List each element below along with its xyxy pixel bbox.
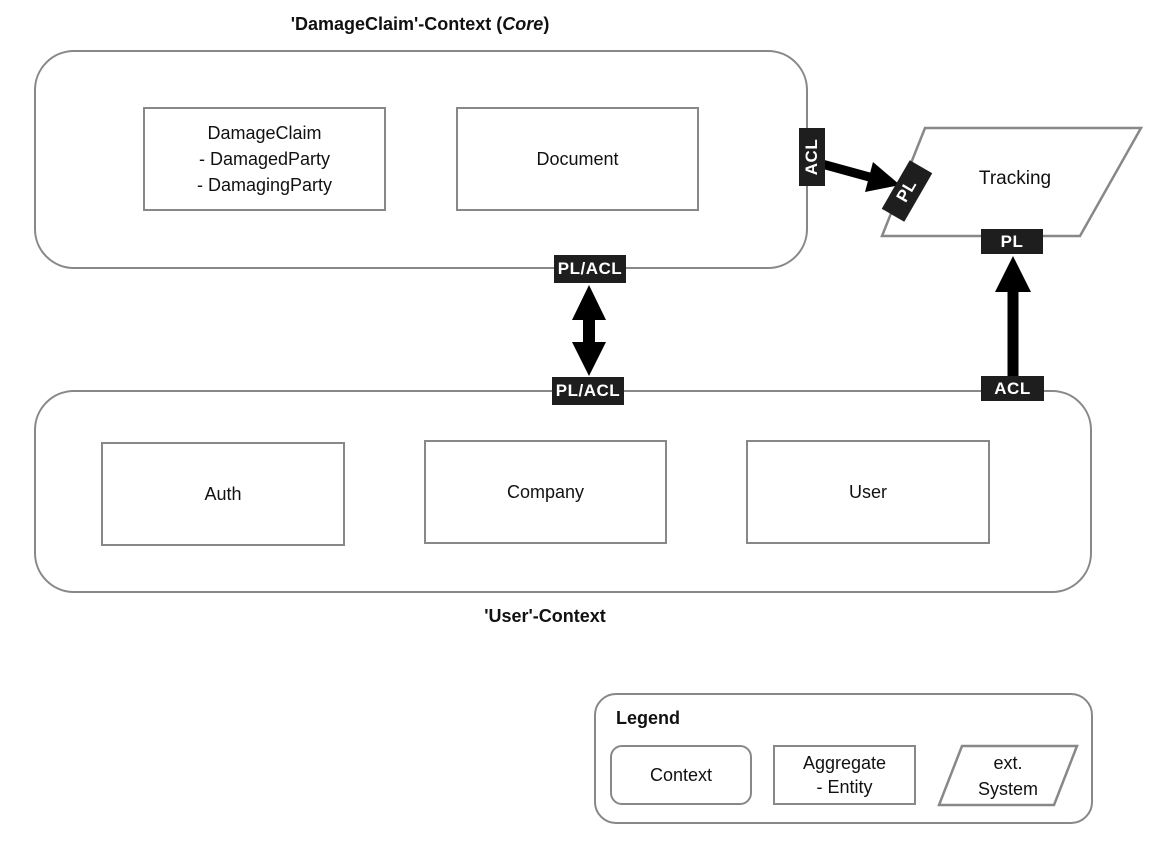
legend-context-label: Context (649, 764, 713, 785)
aggregate-company-name: Company (506, 482, 585, 502)
tag-user-acl-right: ACL (981, 376, 1044, 401)
aggregate-company: Company (424, 440, 667, 544)
arrow-user-to-tracking-head (995, 256, 1031, 292)
legend-box (594, 693, 1093, 824)
arrow-bidirectional-head-down (572, 342, 606, 376)
tag-user-pl-acl-top: PL/ACL (552, 377, 624, 405)
legend-entity-label: - Entity (816, 777, 873, 797)
arrow-bidirectional-head-up (572, 285, 606, 320)
tag-damage-acl-right: ACL (799, 128, 825, 186)
legend-ext-label-1: ext. (993, 753, 1023, 773)
aggregate-auth: Auth (101, 442, 345, 546)
aggregate-damage-claim-name: DamageClaim (207, 123, 322, 143)
tracking-system-label: Tracking (978, 168, 1052, 189)
aggregate-user: User (746, 440, 990, 544)
damage-context-title-suffix: ) (543, 14, 550, 34)
damage-context-title-core: Core (502, 14, 544, 34)
tag-damage-pl-acl-bottom: PL/ACL (554, 255, 626, 283)
user-context-title: 'User'-Context (484, 606, 606, 626)
arrow-damage-to-tracking-line (820, 159, 875, 183)
aggregate-user-name: User (848, 482, 887, 502)
legend-ext-label-2: System (977, 779, 1038, 799)
aggregate-auth-name: Auth (204, 484, 242, 504)
entity-damaging-party: - DamagingParty (196, 175, 333, 195)
aggregate-document-name: Document (536, 149, 619, 169)
tag-tracking-pl-bottom: PL (981, 229, 1043, 254)
arrow-damage-to-tracking-head (865, 162, 900, 192)
legend-context: Context (610, 745, 752, 805)
legend-aggregate-label: Aggregate (802, 753, 887, 773)
legend-title: Legend (616, 708, 681, 728)
aggregate-document: Document (456, 107, 699, 211)
damage-context-title-prefix: 'DamageClaim'-Context ( (290, 14, 503, 34)
damage-context-title: 'DamageClaim'-Context (Core) (220, 14, 620, 35)
aggregate-damage-claim: DamageClaim - DamagedParty - DamagingPar… (143, 107, 386, 211)
legend-aggregate: Aggregate - Entity (773, 745, 916, 805)
entity-damaged-party: - DamagedParty (198, 149, 331, 169)
legend-ext-system-label: ext. System (958, 750, 1058, 802)
legend-ext-system-shape (937, 744, 1079, 807)
